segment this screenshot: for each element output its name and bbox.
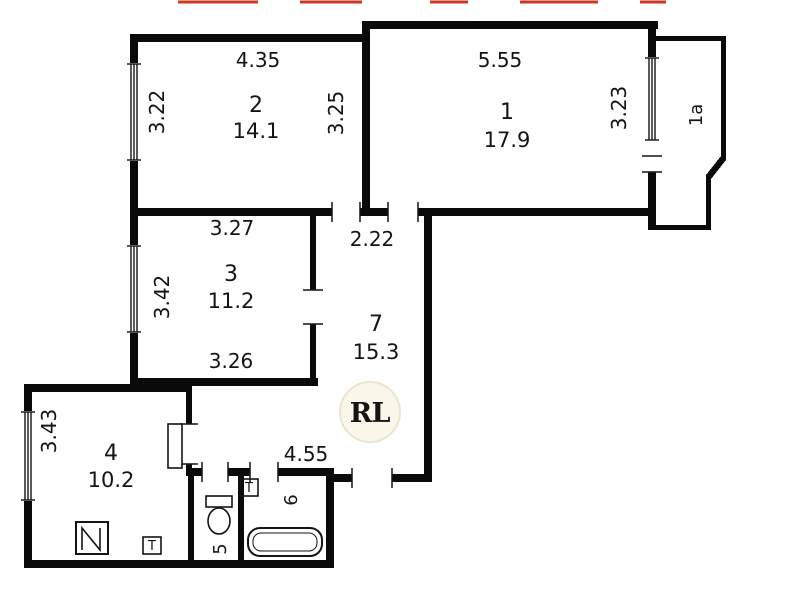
towel-rail-label-kitchen: Т (147, 539, 156, 554)
dim-room2-depth-right: 3.25 (324, 91, 348, 136)
labels: 4.35 5.55 3.27 2.22 3.26 4.55 3.22 3.25 … (37, 48, 707, 555)
dim-room3-width-top: 3.27 (210, 216, 255, 240)
room2-area: 14.1 (233, 119, 280, 143)
dim-hall-width-bottom: 4.55 (284, 442, 329, 466)
dim-room2-depth-left: 3.22 (145, 90, 169, 135)
door-ticks (180, 202, 419, 488)
watermark-circle (339, 381, 401, 443)
dim-room4-depth-left: 3.43 (37, 409, 61, 454)
room6-number: 6 (281, 494, 302, 505)
window-room2 (127, 63, 141, 161)
watermark-letter-r: R (350, 398, 373, 429)
watermark-letter-l: L (372, 398, 391, 429)
dim-room1-depth-right: 3.23 (607, 86, 631, 131)
watermark: R L (339, 381, 401, 443)
bathtub-icon (247, 527, 323, 557)
windows (21, 57, 662, 501)
window-room1-balcony (642, 57, 662, 173)
fixtures (75, 423, 323, 557)
room1-area: 17.9 (484, 128, 531, 152)
window-room4 (21, 411, 35, 501)
towel-rail-label-bath: Т (244, 481, 253, 496)
room3-number: 3 (224, 262, 238, 287)
room1-number: 1 (500, 100, 514, 125)
toilet-icon (205, 495, 233, 535)
room3-area: 11.2 (208, 289, 255, 313)
window-room3 (127, 245, 141, 333)
room1a-number: 1а (686, 104, 707, 126)
room2-number: 2 (249, 93, 263, 118)
room7-area: 15.3 (353, 340, 400, 364)
door-leaf-room4 (167, 423, 183, 469)
dim-room1-width-top: 5.55 (478, 48, 523, 72)
sink-symbol-room4 (75, 521, 109, 555)
dim-room3-depth-left: 3.42 (150, 275, 174, 320)
towel-rail-box-bath (239, 478, 259, 497)
room4-number: 4 (104, 441, 118, 466)
dim-room2-width-top: 4.35 (236, 48, 281, 72)
room4-area: 10.2 (88, 468, 135, 492)
walls (24, 21, 726, 568)
towel-rail-box-kitchen (142, 536, 162, 555)
dim-hall-width-top: 2.22 (350, 227, 395, 251)
room7-number: 7 (369, 312, 383, 337)
dim-room3-width-bottom: 3.26 (209, 349, 254, 373)
room5-number: 5 (210, 543, 231, 554)
